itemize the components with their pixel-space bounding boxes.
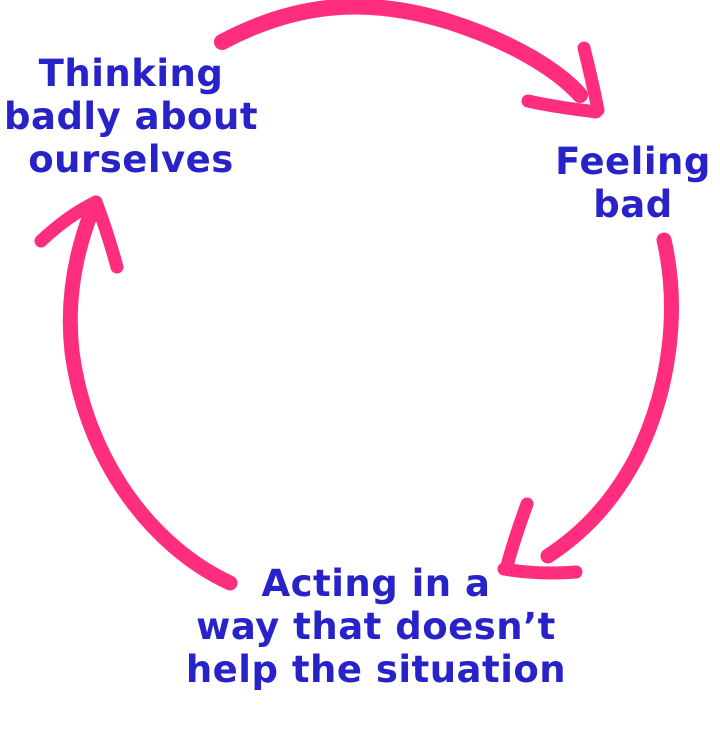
node-thinking-badly: Thinking badly about ourselves xyxy=(0,52,262,181)
node-thinking-line-3: ourselves xyxy=(28,138,234,181)
node-acting-line-3: help the situation xyxy=(185,648,567,691)
node-thinking-line-1: Thinking xyxy=(38,52,224,95)
node-acting-line-2: way that doesn’t xyxy=(196,605,556,648)
arrow-acting-to-thinking-icon xyxy=(34,195,238,591)
node-feeling-line-1: Feeling xyxy=(555,140,711,183)
node-thinking-line-2: badly about xyxy=(3,95,259,138)
arrow-thinking-to-feeling-icon xyxy=(214,0,605,119)
arrow-feeling-to-acting-icon xyxy=(497,232,679,580)
node-acting-unhelpfully: Acting in a way that doesn’t help the si… xyxy=(168,562,584,691)
node-acting-line-1: Acting in a xyxy=(261,562,491,605)
node-feeling-bad: Feeling bad xyxy=(523,140,720,226)
node-feeling-line-2: bad xyxy=(593,183,673,226)
